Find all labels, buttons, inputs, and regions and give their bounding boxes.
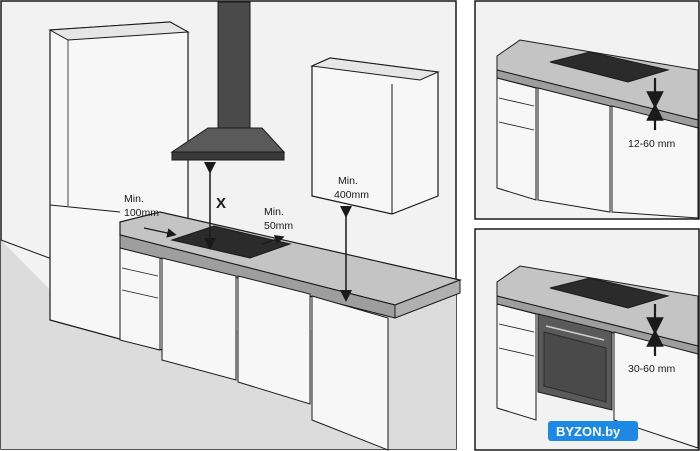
watermark-badge: BYZON.by [548, 421, 638, 441]
wall-value-label: 50mm [264, 220, 293, 232]
main-panel: X Min. 100mm Min. 50mm Min. 400mm [0, 0, 463, 451]
side-min-label: Min. [124, 193, 144, 205]
wall-gap-arrow [261, 234, 285, 245]
bottom-panel-hob [549, 277, 670, 309]
base-cabinets [119, 247, 389, 451]
wall-cabinet [310, 57, 440, 215]
watermark-text: BYZON.by [556, 424, 621, 439]
cabinet-value-label: 400mm [334, 189, 369, 201]
side-value-label: 100mm [124, 207, 159, 219]
main-hob [170, 225, 292, 259]
bottom-panel-label: 30-60 mm [628, 363, 676, 375]
hood-distance-label: X [216, 195, 226, 212]
wall-min-label: Min. [264, 206, 284, 218]
side-gap-arrow [143, 227, 177, 238]
top-panel-label: 12-60 mm [628, 138, 676, 150]
oven-clearance-panel: 30-60 mm [474, 228, 700, 451]
cabinet-min-label: Min. [338, 175, 358, 187]
top-panel-hob [549, 51, 670, 83]
oven [537, 313, 613, 411]
chimney-hood [170, 1, 286, 161]
worktop-thickness-panel: 12-60 mm [474, 0, 700, 220]
